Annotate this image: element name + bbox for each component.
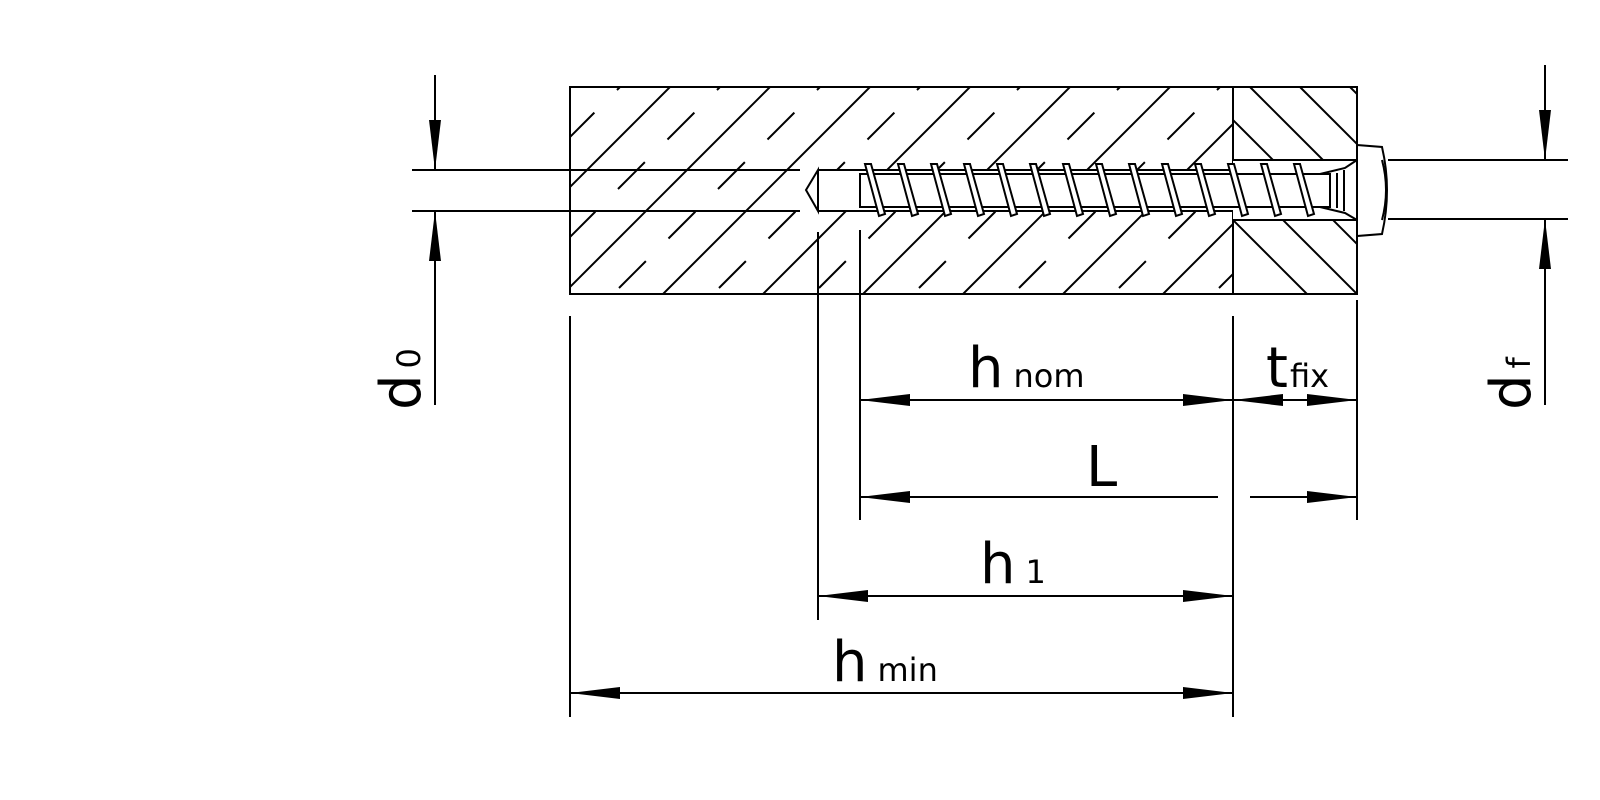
concrete-base xyxy=(569,77,1600,387)
hatch-line xyxy=(1061,122,1233,294)
dim-t-fix: tfix xyxy=(1233,336,1357,406)
svg-text:h1: h1 xyxy=(980,532,1046,597)
thread xyxy=(1226,163,1250,218)
extension-lines xyxy=(569,159,1568,717)
concrete-screw xyxy=(859,143,1388,238)
thread xyxy=(995,163,1019,218)
thread xyxy=(863,163,887,218)
svg-text:L: L xyxy=(1086,435,1117,500)
hatch-line xyxy=(1270,77,1580,387)
hatch-line xyxy=(1111,172,1233,294)
hatch-line xyxy=(611,87,822,294)
svg-text:tfix: tfix xyxy=(1266,336,1329,401)
hatch-line xyxy=(761,87,972,294)
thread xyxy=(1061,163,1085,218)
screw-head xyxy=(1356,143,1388,238)
thread xyxy=(1292,163,1316,218)
svg-text:d0: d0 xyxy=(369,348,434,410)
hatch-line xyxy=(1233,218,1309,294)
thread xyxy=(929,163,953,218)
hatch-line xyxy=(570,87,672,189)
thread xyxy=(1259,163,1283,218)
hatch-line xyxy=(661,87,872,294)
thread xyxy=(1160,163,1184,218)
hatch-line xyxy=(1161,222,1233,294)
hatch-line xyxy=(711,87,922,294)
thread xyxy=(1193,163,1217,218)
hatch-line xyxy=(1349,87,1357,96)
hatch-line xyxy=(570,87,772,289)
hatch-line xyxy=(811,87,1022,294)
hatch-line xyxy=(1249,87,1357,196)
hatch-line xyxy=(1170,77,1480,387)
dim-d0: d0 xyxy=(369,75,441,410)
screw-neck xyxy=(1329,170,1345,211)
hatch-line xyxy=(570,87,722,239)
thread xyxy=(1094,163,1118,218)
dim-df: df xyxy=(1479,65,1551,410)
hatch-line xyxy=(1320,77,1600,387)
thread xyxy=(896,163,920,218)
svg-text:df: df xyxy=(1479,356,1544,410)
dim-L: L xyxy=(860,435,1357,503)
thread xyxy=(1127,163,1151,218)
hatch-line xyxy=(911,87,1122,294)
hatch-line xyxy=(961,87,1172,294)
hatch-line xyxy=(1011,87,1222,294)
thread xyxy=(1028,163,1052,218)
hatch-line xyxy=(861,87,1072,294)
thread xyxy=(962,163,986,218)
hatch-line xyxy=(1299,87,1357,146)
hatch-line xyxy=(570,87,572,89)
hatch-line xyxy=(570,87,622,139)
